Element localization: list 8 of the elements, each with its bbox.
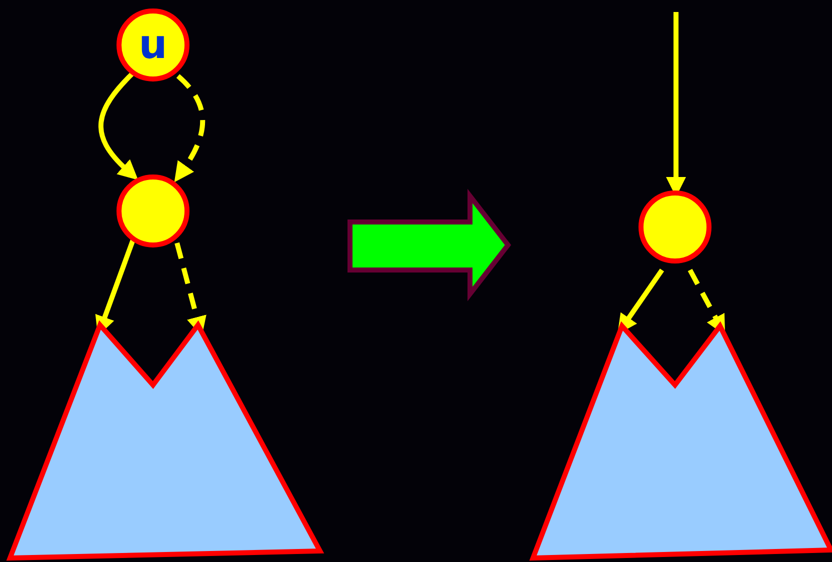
arrow: [98, 71, 138, 180]
empty-node-circle: [638, 190, 712, 264]
arrow: [174, 74, 206, 182]
node-circle: [116, 8, 190, 82]
node-label: u: [138, 21, 168, 70]
subtree-triangle: [530, 322, 832, 561]
subtree-triangle: [8, 322, 323, 561]
empty-node-circle: [116, 174, 190, 248]
